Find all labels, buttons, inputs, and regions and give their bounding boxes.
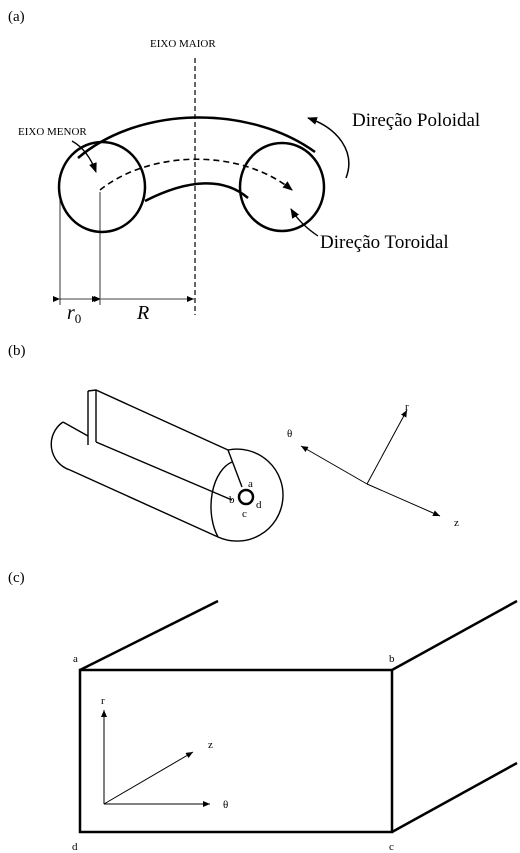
panel-c: (c) a b c d r θ z bbox=[8, 570, 518, 853]
poloidal-label: Direção Poloidal bbox=[352, 110, 480, 131]
axis-z-label: z bbox=[454, 517, 459, 529]
c-axis-z-arrow bbox=[103, 751, 194, 805]
toroidal-arrow bbox=[290, 208, 319, 237]
corner-b: b bbox=[389, 653, 395, 665]
minor-axis-arrow bbox=[71, 140, 97, 173]
panel-b: (b) a b c d r θ z bbox=[8, 343, 459, 542]
c-axis-theta-label: θ bbox=[223, 799, 228, 811]
panel-c-tag: (c) bbox=[8, 570, 25, 586]
axis-r-arrow bbox=[366, 409, 408, 485]
axis-r-label: r bbox=[405, 401, 409, 413]
point-a: a bbox=[248, 478, 253, 490]
right-cross-section bbox=[238, 141, 326, 233]
slab-edge-a bbox=[79, 599, 219, 672]
point-c: c bbox=[242, 508, 247, 520]
major-axis-label: EIXO MAIOR bbox=[150, 38, 216, 50]
axis-theta-label: θ bbox=[287, 428, 292, 440]
slab-edge-c bbox=[391, 761, 518, 834]
cylinder-top-edge bbox=[87, 389, 229, 451]
cylinder-cut-edge bbox=[227, 449, 243, 488]
corner-a: a bbox=[73, 653, 78, 665]
minor-axis-label: EIXO MENOR bbox=[18, 126, 87, 138]
hole-circle bbox=[237, 488, 255, 506]
cylinder-left-end bbox=[50, 421, 71, 471]
corner-c: c bbox=[389, 841, 394, 853]
cylinder-slot-floor bbox=[95, 441, 233, 501]
cylinder-front-face bbox=[217, 448, 284, 542]
c-axis-r-label: r bbox=[101, 695, 105, 707]
toroidal-label: Direção Toroidal bbox=[320, 232, 449, 253]
r0-label: r0 bbox=[67, 302, 81, 326]
torus-inner-arc bbox=[144, 182, 249, 203]
point-b: b bbox=[229, 494, 235, 506]
slab-edge-b bbox=[391, 599, 518, 672]
panel-a-tag: (a) bbox=[8, 9, 25, 25]
panel-a: (a) EIXO MAIOR EIXO MENOR Direção Poloid… bbox=[8, 9, 480, 326]
cylinder-left-top bbox=[62, 421, 89, 437]
panel-b-tag: (b) bbox=[8, 343, 26, 359]
axis-z-arrow bbox=[366, 483, 441, 517]
corner-d: d bbox=[72, 841, 78, 853]
poloidal-arrow bbox=[307, 117, 350, 179]
torus-outer-arc bbox=[77, 116, 316, 159]
point-d: d bbox=[256, 499, 262, 511]
R-label: R bbox=[136, 302, 149, 324]
cylinder-bottom-edge bbox=[69, 469, 219, 538]
c-axis-z-label: z bbox=[208, 739, 213, 751]
cylinder-front-inner bbox=[210, 461, 233, 538]
left-cross-section bbox=[57, 140, 147, 234]
slab-front-face bbox=[78, 668, 394, 834]
axis-theta-arrow bbox=[300, 445, 368, 485]
toroidal-dashed-path bbox=[99, 158, 293, 191]
